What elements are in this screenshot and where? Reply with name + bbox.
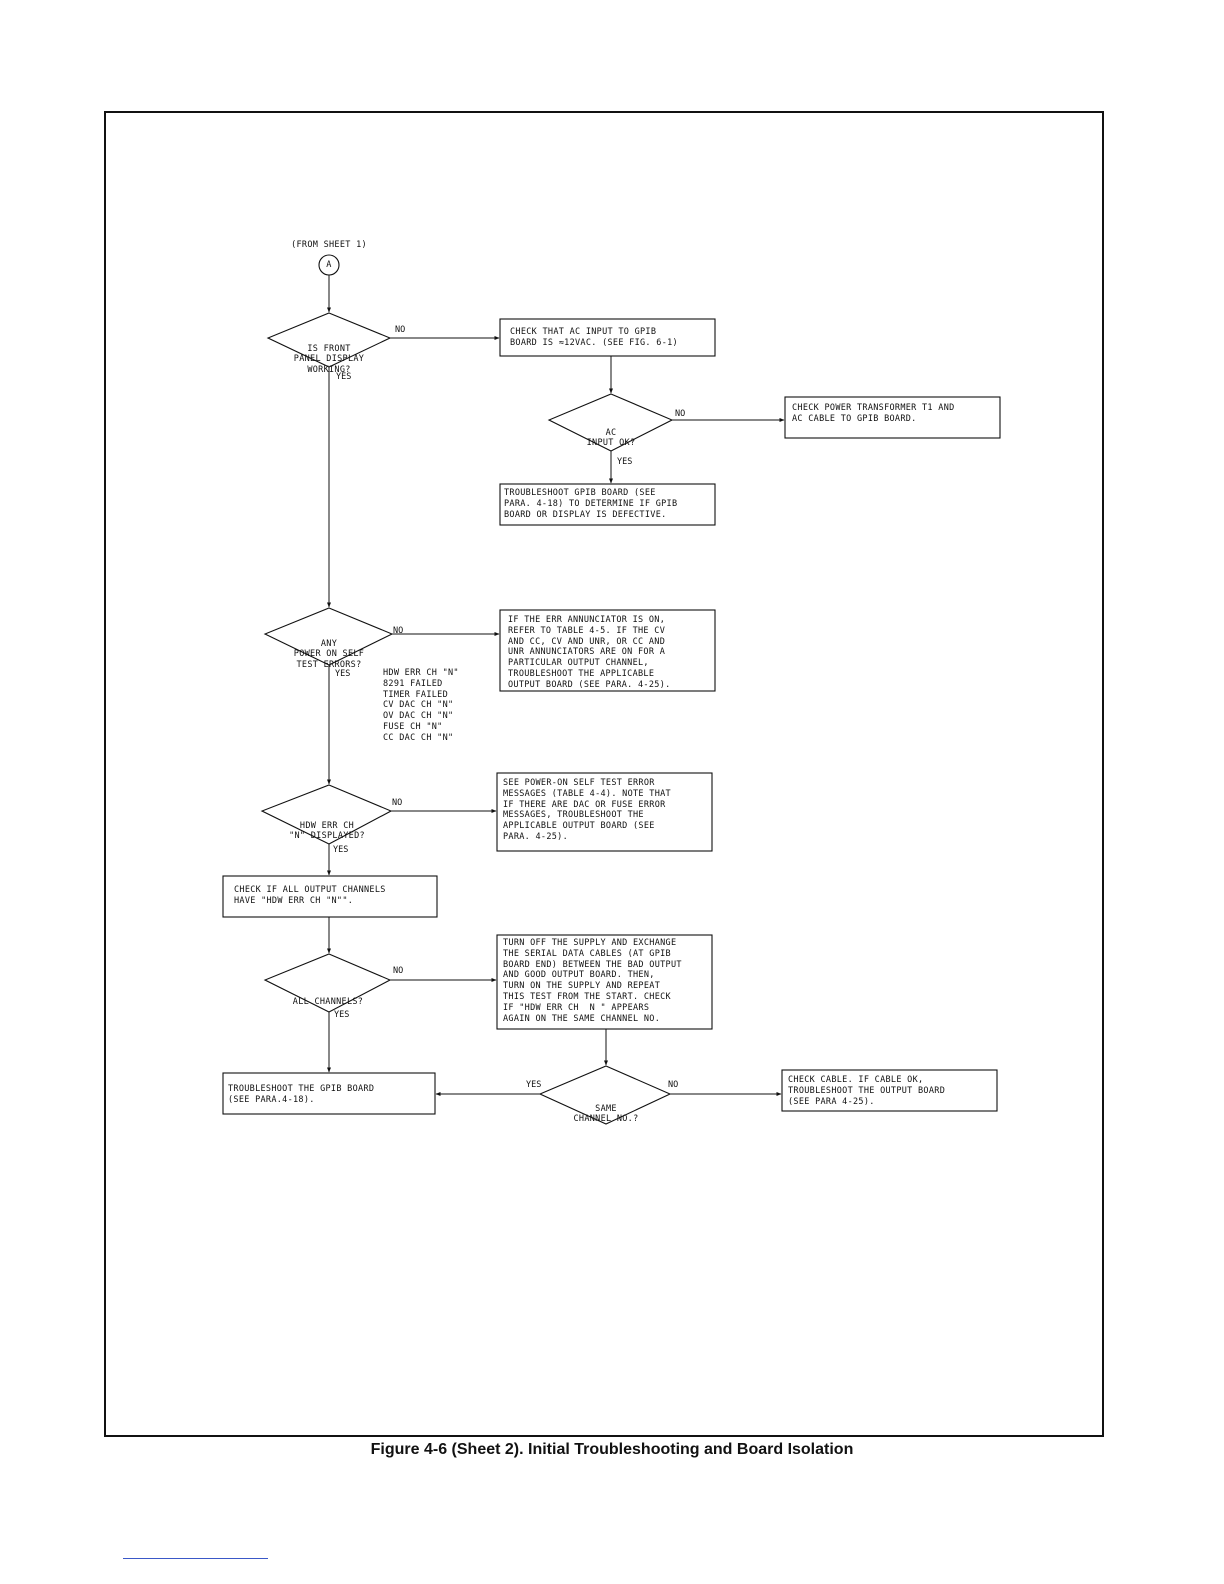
box-check-transformer [784, 396, 1001, 439]
from-sheet-label: (FROM SHEET 1) [291, 240, 367, 250]
box-check-all-channels [222, 875, 438, 918]
box-err-annunciator-text: IF THE ERR ANNUNCIATOR IS ON, REFER TO T… [508, 615, 671, 690]
box-troubleshoot-gpib-display-text: TROUBLESHOOT GPIB BOARD (SEE PARA. 4-18)… [504, 488, 678, 520]
box-self-test-messages [496, 772, 713, 852]
box-self-test-messages-text: SEE POWER-ON SELF TEST ERROR MESSAGES (T… [503, 778, 671, 842]
label-no-same-channel: NO [668, 1080, 679, 1090]
box-troubleshoot-gpib [222, 1072, 436, 1115]
box-check-ac-input-text: CHECK THAT AC INPUT TO GPIB BOARD IS ≈12… [510, 327, 678, 348]
box-err-annunciator [499, 609, 716, 692]
error-list: HDW ERR CH "N" 8291 FAILED TIMER FAILED … [383, 668, 459, 743]
label-yes-all-channels: YES [334, 1010, 350, 1020]
box-check-cable [781, 1069, 998, 1112]
box-check-all-channels-text: CHECK IF ALL OUTPUT CHANNELS HAVE "HDW E… [234, 885, 386, 906]
box-swap-cables [496, 934, 713, 1030]
figure-caption: Figure 4-6 (Sheet 2). Initial Troublesho… [370, 1441, 854, 1458]
footnote-rule [123, 1558, 268, 1559]
label-no-hdw-err: NO [392, 798, 403, 808]
decision-hdw-err-text: HDW ERR CH"N" DISPLAYED? [289, 820, 365, 842]
box-check-cable-text: CHECK CABLE. IF CABLE OK, TROUBLESHOOT T… [788, 1075, 946, 1107]
box-check-transformer-text: CHECK POWER TRANSFORMER T1 AND AC CABLE … [792, 403, 955, 424]
label-yes-same-channel: YES [526, 1080, 542, 1090]
figure-frame [104, 111, 1104, 1437]
box-troubleshoot-gpib-display [499, 483, 716, 526]
label-no-ac-input: NO [675, 409, 686, 419]
label-yes-ac-input: YES [617, 457, 633, 467]
label-no-all-channels: NO [393, 966, 404, 976]
connector-label: A [326, 260, 332, 270]
label-no-front-panel: NO [395, 325, 406, 335]
label-no-self-test: NO [393, 626, 404, 636]
label-yes-front-panel: YES [336, 372, 352, 382]
decision-same-channel [538, 1065, 672, 1125]
label-yes-hdw-err: YES [333, 845, 349, 855]
box-troubleshoot-gpib-text: TROUBLESHOOT THE GPIB BOARD (SEE PARA.4-… [228, 1084, 375, 1105]
box-swap-cables-text: TURN OFF THE SUPPLY AND EXCHANGE THE SER… [503, 938, 682, 1024]
label-yes-self-test: YES [335, 669, 351, 679]
decision-all-channels-text: ALL CHANNELS? [292, 996, 364, 1007]
box-check-ac-input [499, 318, 716, 357]
